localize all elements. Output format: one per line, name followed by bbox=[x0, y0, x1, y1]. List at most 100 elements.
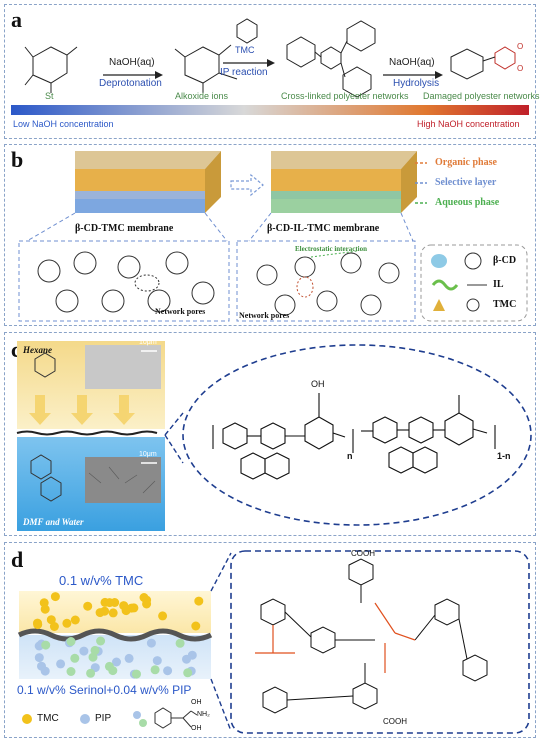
molecule-dot bbox=[50, 592, 60, 602]
crosslinked-network bbox=[286, 20, 376, 98]
arrow1-top-text: NaOH(aq) bbox=[109, 57, 155, 68]
serinol-linkages bbox=[255, 602, 416, 673]
arrow1-bottom-text: Deprotonation bbox=[99, 78, 162, 89]
molecule-dot bbox=[86, 668, 96, 678]
sem-top bbox=[85, 345, 161, 389]
key-il-label: IL bbox=[493, 279, 504, 290]
molecule-dot bbox=[90, 645, 100, 655]
panel-c: c bbox=[4, 332, 536, 536]
naoh-gradient-bar bbox=[11, 105, 529, 115]
legend-pip-dot bbox=[80, 714, 90, 724]
molecule-dot bbox=[142, 599, 152, 609]
damaged-network bbox=[450, 46, 516, 80]
molecule-dot bbox=[66, 637, 76, 646]
right-zoom-box bbox=[236, 240, 416, 322]
panel-c-graphics bbox=[16, 341, 532, 531]
right-membrane-title: β-CD-IL-TMC membrane bbox=[267, 223, 380, 234]
scale-bar-bottom: 10μm bbox=[139, 451, 157, 458]
stage-st: St bbox=[45, 91, 54, 101]
molecule-dot bbox=[46, 615, 56, 625]
molecule-dot bbox=[183, 668, 193, 678]
cooh-bottom-label: COOH bbox=[383, 717, 407, 726]
molecule-dot bbox=[104, 661, 114, 671]
molecule-dot bbox=[105, 598, 115, 608]
electrostatic-interaction: Electrostatic interaction bbox=[295, 245, 367, 253]
hexane-label: Hexane bbox=[23, 345, 52, 355]
sem-bottom bbox=[85, 457, 161, 503]
polyamide-layer bbox=[17, 628, 213, 642]
panel-b: b bbox=[4, 144, 536, 326]
network-pores-right: Network pores bbox=[239, 311, 290, 320]
tmc-concentration-label: 0.1 w/v% TMC bbox=[59, 573, 144, 588]
subscript-1n: 1-n bbox=[497, 451, 511, 461]
key-symbols bbox=[431, 252, 487, 312]
transition-arrow bbox=[230, 173, 264, 197]
key-box bbox=[420, 244, 528, 322]
molecule-dot bbox=[83, 601, 93, 611]
polymer-structure bbox=[212, 393, 496, 480]
subscript-n: n bbox=[347, 451, 353, 461]
molecule-dot bbox=[37, 661, 46, 671]
key-tmc-label: TMC bbox=[493, 299, 517, 310]
molecule-dot bbox=[33, 620, 43, 630]
molecule-dot bbox=[191, 621, 201, 631]
chemistry-zoom-box bbox=[230, 550, 530, 734]
molecule-dot bbox=[49, 622, 59, 631]
panel-d-graphics bbox=[17, 550, 530, 734]
legend-tmc-dot bbox=[22, 714, 32, 724]
molecule-dot bbox=[62, 618, 72, 628]
interface-line bbox=[16, 430, 158, 436]
serinol-molecules bbox=[41, 636, 193, 679]
high-concentration: High NaOH concentration bbox=[417, 119, 520, 129]
molecule-dot bbox=[132, 669, 141, 679]
molecule-dot bbox=[70, 653, 80, 663]
molecule-dot bbox=[112, 657, 121, 667]
arrow3-top-text: NaOH(aq) bbox=[389, 57, 435, 68]
key-bcd-label: β-CD bbox=[493, 255, 517, 266]
legend-pip-label: PIP bbox=[95, 713, 112, 724]
molecule-dot bbox=[40, 604, 50, 614]
panel-d: d bbox=[4, 542, 536, 738]
stage-crosslinked: Cross-linked polyester networks bbox=[281, 91, 409, 101]
low-concentration: Low NaOH concentration bbox=[13, 119, 114, 129]
svg-text:O: O bbox=[517, 64, 523, 73]
molecule-dot bbox=[187, 650, 197, 660]
polyamide-chemistry bbox=[260, 558, 488, 714]
tmc-structure bbox=[236, 18, 258, 44]
left-zoom-box bbox=[18, 240, 230, 322]
arrow2-bottom-text: IP reaction bbox=[220, 67, 268, 78]
legend-tmc-label: TMC bbox=[37, 713, 59, 724]
stage-damaged: Damaged polyester networks bbox=[423, 91, 540, 101]
panel-b-label: b bbox=[11, 147, 24, 172]
molecule-dot bbox=[108, 608, 118, 618]
legend-nh2: NH₂ bbox=[197, 711, 210, 718]
molecule-dot bbox=[66, 667, 76, 676]
molecule-dot bbox=[119, 601, 129, 611]
molecule-dot bbox=[163, 666, 173, 676]
molecule-dot bbox=[158, 611, 168, 621]
legend-oh-top: OH bbox=[191, 699, 202, 706]
molecule-dot bbox=[129, 603, 139, 613]
stage-alkoxide: Alkoxide ions bbox=[175, 91, 229, 101]
panel-c-label: c bbox=[11, 337, 21, 362]
molecule-dot bbox=[56, 659, 66, 669]
panel-d-label: d bbox=[11, 547, 24, 572]
tmc-label: TMC bbox=[235, 45, 255, 55]
molecule-dot bbox=[150, 665, 160, 675]
legend-selective-layer: Selective layer bbox=[435, 177, 497, 188]
left-network bbox=[37, 251, 215, 313]
molecule-dot bbox=[96, 636, 106, 646]
molecule-dot bbox=[146, 638, 156, 648]
network-pores-left: Network pores bbox=[155, 307, 206, 316]
cooh-top-label: COOH bbox=[351, 549, 375, 558]
tmc-molecules bbox=[33, 592, 204, 631]
legend-oh-bottom: OH bbox=[191, 725, 202, 732]
molecule-dot bbox=[194, 596, 204, 606]
scale-bar-top: 10μm bbox=[139, 339, 157, 346]
molecule-dot bbox=[175, 638, 185, 648]
molecule-dot bbox=[34, 653, 44, 663]
left-membrane-title: β-CD-TMC membrane bbox=[75, 223, 174, 234]
molecule-dot bbox=[95, 608, 105, 618]
molecule-dot bbox=[79, 646, 89, 656]
starch-structure bbox=[24, 46, 78, 93]
